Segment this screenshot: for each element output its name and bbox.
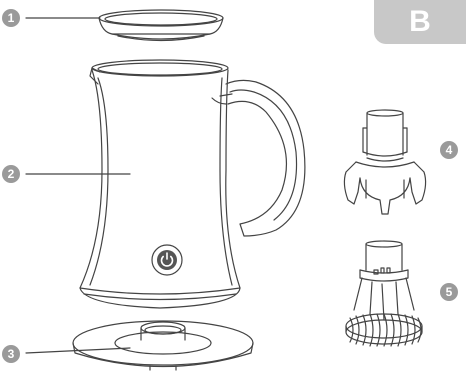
- power-icon: [151, 244, 183, 276]
- jug-drawing: [79, 59, 306, 309]
- callout-3: 3: [2, 345, 20, 363]
- section-tab: B: [374, 0, 466, 44]
- callout-5: 5: [440, 283, 458, 301]
- callout-4: 4: [440, 141, 458, 159]
- lid-drawing: [98, 9, 224, 42]
- callout-2: 2: [2, 165, 20, 183]
- frothing-attachment-drawing: [343, 109, 427, 215]
- callout-1: 1: [2, 9, 20, 27]
- whisk-attachment-drawing: [345, 240, 423, 347]
- section-letter: B: [409, 5, 431, 38]
- power-base-drawing: [72, 320, 254, 371]
- leader-lines: [25, 17, 131, 354]
